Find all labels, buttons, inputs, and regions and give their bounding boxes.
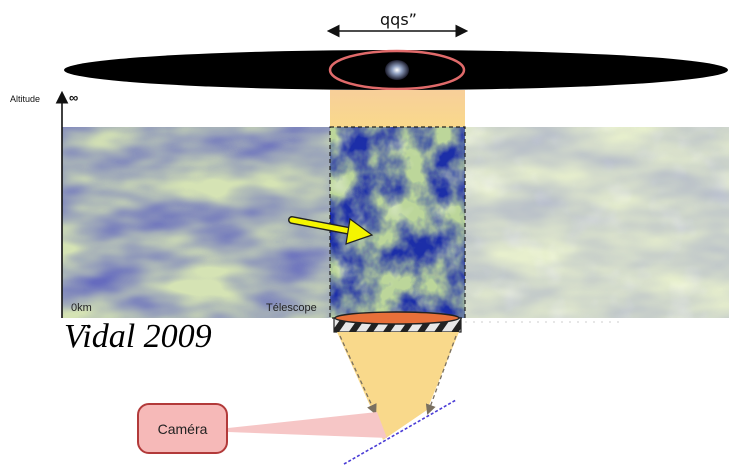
altitude-axis-label: Altitude — [10, 94, 41, 104]
turbulence-layer — [62, 127, 729, 318]
galaxy-highlight-ring — [328, 49, 466, 91]
credit-label: Vidal 2009 — [64, 318, 212, 355]
camera-field-cone — [228, 412, 387, 438]
camera-label: Caméra — [157, 420, 208, 437]
angular-scale-label: qqs” — [380, 10, 417, 29]
yellow-pointer-arrow — [288, 216, 374, 245]
detector-plane-line — [343, 399, 457, 465]
light-beam-top — [330, 90, 465, 128]
turbulence-column — [329, 126, 466, 319]
telescope-lens — [334, 311, 460, 325]
telescope-label: Télescope — [266, 302, 317, 314]
galaxy-icon — [385, 60, 409, 80]
converging-beam — [337, 332, 459, 440]
ground-level-label: 0km — [71, 302, 92, 314]
infinity-label: ∞ — [69, 90, 79, 105]
beam-edge-right — [425, 335, 457, 415]
camera-box: Caméra — [137, 403, 228, 454]
